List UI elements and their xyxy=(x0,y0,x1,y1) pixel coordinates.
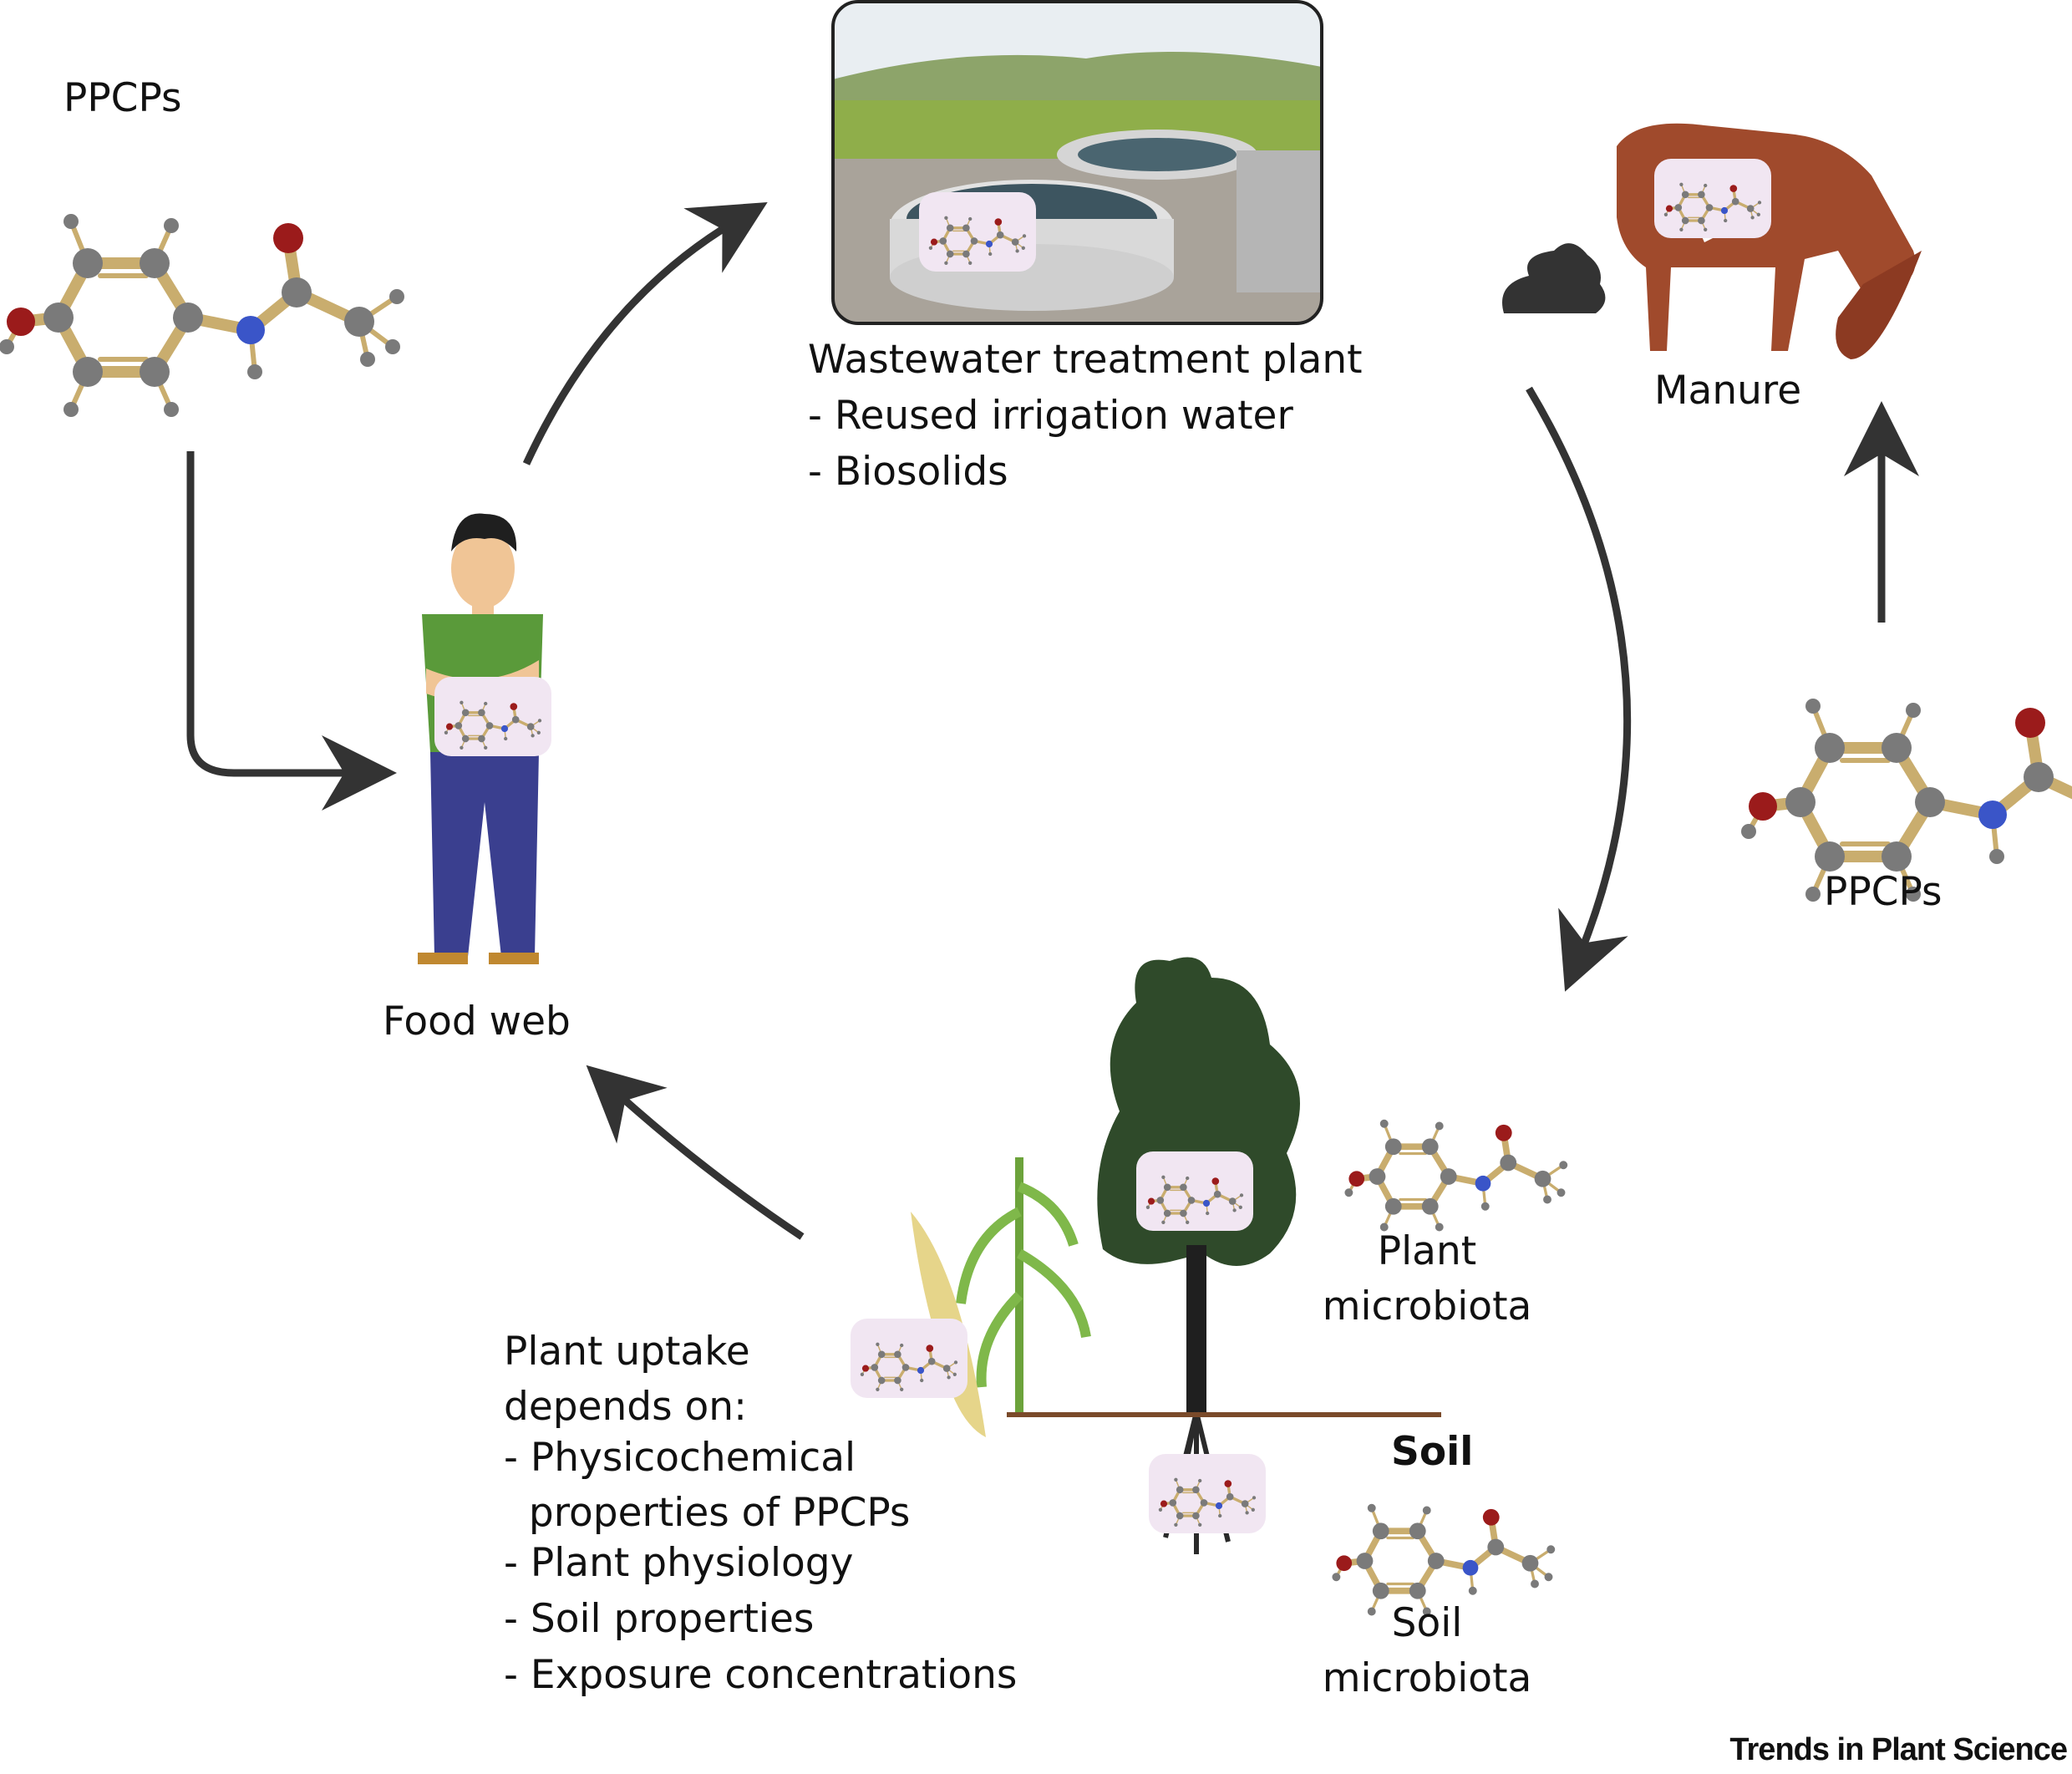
soil-label: Soil xyxy=(1391,1429,1474,1475)
root-badge-icon xyxy=(1149,1454,1266,1533)
plant-microbiota-label: Plant microbiota xyxy=(1322,1228,1532,1329)
wwtp-item-reused-water: - Reused irrigation water xyxy=(808,393,1293,439)
uptake-item-physicochemical: - Physicochemical properties of PPCPs xyxy=(504,1435,911,1536)
uptake-item-soil-properties: - Soil properties xyxy=(504,1596,815,1642)
wwtp-title: Wastewater treatment plant xyxy=(808,337,1363,383)
wastewater-plant-photo xyxy=(831,0,1323,325)
arrow-wwtp-to-soil xyxy=(1526,386,1632,992)
wwtp-item-biosolids: - Biosolids xyxy=(808,449,1008,495)
molecule-top-left-icon xyxy=(0,214,404,417)
journal-brand: Trends in Plant Science xyxy=(1729,1732,2068,1767)
food-web-label: Food web xyxy=(383,999,571,1045)
arrow-ppcps-to-foodweb xyxy=(186,451,397,811)
soil-microbiota-label: Soil microbiota xyxy=(1322,1600,1532,1701)
arrow-foodweb-to-wwtp xyxy=(522,202,768,465)
molecule-plant-microbiota-icon xyxy=(1344,1120,1567,1232)
manure-pile-icon xyxy=(1502,243,1606,313)
uptake-title: Plant uptake depends on: xyxy=(504,1329,750,1430)
person-illustration xyxy=(418,513,551,964)
ppcps-label-top-left: PPCPs xyxy=(63,75,182,121)
arrows xyxy=(186,202,1919,1240)
arrow-plant-to-foodweb xyxy=(586,1065,805,1240)
corn-plant-illustration xyxy=(851,1157,1091,1437)
cow-illustration xyxy=(1617,123,1922,359)
uptake-item-exposure: - Exposure concentrations xyxy=(504,1652,1018,1698)
ppcps-label-right: PPCPs xyxy=(1824,869,1942,915)
uptake-item-physiology: - Plant physiology xyxy=(504,1540,854,1586)
manure-label: Manure xyxy=(1654,368,1802,414)
